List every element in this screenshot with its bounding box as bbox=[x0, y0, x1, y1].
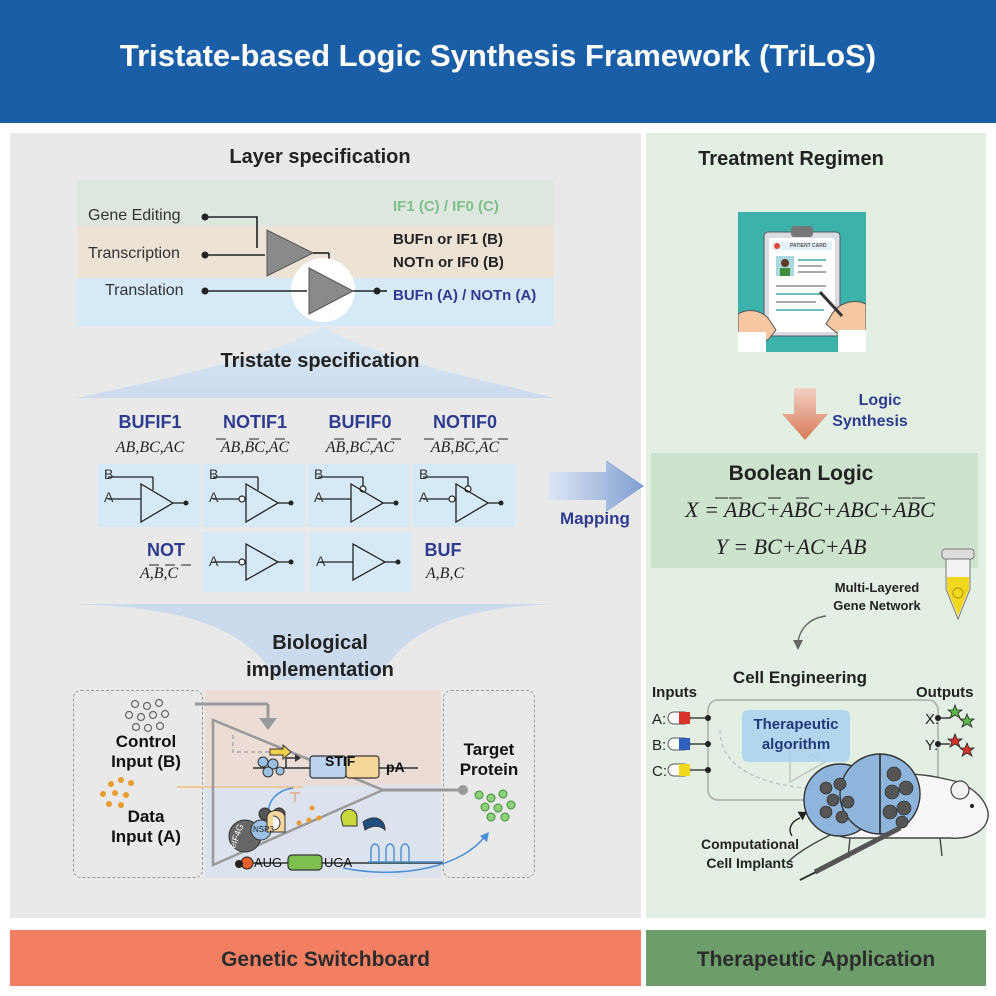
notif0-symbol bbox=[413, 464, 515, 527]
gate-name-bufif1: BUFIF1 bbox=[118, 412, 182, 432]
layer-buf-row: BUFn or IF1 (B) bbox=[393, 231, 503, 248]
logic-synthesis-arrow bbox=[782, 388, 828, 440]
footer-genetic-switchboard bbox=[10, 930, 641, 986]
gate-expr-notif1: AB,BC,AC bbox=[220, 439, 290, 456]
equation-x: X = ABC+ABC+ABC+ABC bbox=[685, 497, 935, 522]
mapping-arrow bbox=[548, 460, 644, 512]
layer-transcription: Transcription bbox=[88, 245, 180, 262]
uga-label: UGA bbox=[324, 855, 353, 870]
cell-engineering-title: Cell Engineering bbox=[732, 668, 868, 687]
output-y-label: Y: bbox=[925, 737, 939, 754]
gene-network-1: Multi-Layered bbox=[834, 580, 920, 595]
layer-if-row: IF1 (C) / IF0 (C) bbox=[393, 198, 499, 215]
target-protein-2: Protein bbox=[459, 760, 519, 779]
implants-label-2: Cell Implants bbox=[706, 855, 794, 871]
layer-gene-editing: Gene Editing bbox=[88, 207, 181, 224]
pin-a-not: A bbox=[209, 553, 219, 569]
gate-name-buf: BUF bbox=[424, 540, 462, 560]
pin-a-3: A bbox=[314, 489, 324, 505]
tristate-gate-symbols bbox=[98, 464, 515, 527]
tube-icon bbox=[941, 548, 975, 621]
patient-card-label: PATIENT CARD bbox=[790, 243, 827, 249]
network-arrow bbox=[793, 615, 827, 650]
not-buf-symbols bbox=[203, 532, 412, 592]
data-input-2: Input (A) bbox=[111, 827, 181, 846]
not-symbol bbox=[203, 532, 305, 592]
gate-expr-buf: A,B,C bbox=[425, 565, 465, 582]
layer-translation: Translation bbox=[105, 282, 184, 299]
layer-not-row: NOTn or IF0 (B) bbox=[393, 254, 504, 271]
layer-translation-row: BUFn (A) / NOTn (A) bbox=[393, 287, 537, 304]
equation-y: Y = BC+AC+AB bbox=[715, 534, 867, 559]
cell-engineering-diagram bbox=[667, 699, 989, 881]
gate-expr-bufif1: AB,BC,AC bbox=[115, 439, 185, 456]
footer-right-label: Therapeutic Application bbox=[696, 948, 936, 971]
gate-name-notif1: NOTIF1 bbox=[222, 412, 287, 432]
bio-title-1: Biological bbox=[272, 632, 368, 654]
figure-title: Tristate-based Logic Synthesis Framework… bbox=[119, 38, 877, 73]
gate-name-not: NOT bbox=[147, 540, 185, 560]
outputs-label: Outputs bbox=[916, 684, 974, 701]
footer-therapeutic-application bbox=[646, 930, 986, 986]
tristate-spec-title: Tristate specification bbox=[220, 350, 420, 372]
pin-b-2: B bbox=[209, 466, 219, 482]
buf-symbol bbox=[310, 532, 412, 592]
bufif1-symbol bbox=[98, 464, 200, 527]
gene-network-2: Gene Network bbox=[833, 598, 921, 613]
gate-expr-notif0: AB,BC,AC bbox=[430, 439, 500, 456]
inputs-box bbox=[73, 690, 203, 878]
bio-implementation-diagram bbox=[100, 698, 516, 874]
gate-expr-overbars bbox=[216, 438, 508, 440]
gate-expr-not: A,B,C bbox=[140, 565, 179, 582]
implants-label-1: Computational bbox=[701, 836, 799, 852]
input-a-label: A: bbox=[652, 711, 667, 728]
boolean-logic-box bbox=[651, 453, 978, 568]
pin-a-2: A bbox=[209, 489, 219, 505]
layer-band-editing bbox=[77, 180, 554, 226]
stif-label: STIF bbox=[325, 753, 356, 769]
pin-a-buf: A bbox=[316, 553, 326, 569]
control-input-2: Input (B) bbox=[111, 752, 181, 771]
aug-label: AUG bbox=[254, 855, 283, 870]
layer-spec-title: Layer specification bbox=[229, 146, 411, 168]
data-input-1: Data bbox=[127, 807, 165, 826]
pin-b-1: B bbox=[104, 466, 114, 482]
bufif0-symbol bbox=[308, 464, 410, 527]
algorithm-label-2: algorithm bbox=[761, 736, 831, 753]
logic-synthesis-2: Synthesis bbox=[832, 413, 908, 430]
inputs-label: Inputs bbox=[652, 684, 697, 701]
notif1-symbol bbox=[203, 464, 305, 527]
gate-expr-bufif0: AB,BC,AC bbox=[325, 439, 395, 456]
pin-a-1: A bbox=[104, 489, 114, 505]
equation-x-overbars bbox=[715, 497, 925, 499]
bio-fan-shape bbox=[77, 604, 554, 680]
pin-b-4: B bbox=[419, 466, 429, 482]
boolean-logic-title: Boolean Logic bbox=[728, 462, 874, 485]
nsp3-label: NSP3 bbox=[253, 825, 274, 834]
input-b-label: B: bbox=[652, 737, 667, 754]
pin-a-4: A bbox=[419, 489, 429, 505]
pa-label: pA bbox=[386, 759, 405, 775]
layer-gates-diagram bbox=[201, 213, 387, 322]
tristate-fan-shape bbox=[77, 326, 554, 398]
bio-title-2: implementation bbox=[246, 659, 394, 681]
target-box bbox=[443, 690, 535, 878]
not-expr-overbars bbox=[149, 564, 191, 566]
treatment-title: Treatment Regimen bbox=[698, 148, 884, 170]
control-input-1: Control bbox=[115, 732, 177, 751]
algorithm-label-1: Therapeutic bbox=[753, 716, 839, 733]
target-protein-1: Target bbox=[463, 740, 515, 759]
title-banner bbox=[0, 0, 996, 123]
footer-left-label: Genetic Switchboard bbox=[221, 948, 430, 971]
gate-name-notif0: NOTIF0 bbox=[432, 412, 497, 432]
logic-synthesis-1: Logic bbox=[858, 392, 902, 409]
output-x-label: X: bbox=[925, 711, 940, 728]
input-c-label: C: bbox=[652, 763, 667, 780]
pin-b-3: B bbox=[314, 466, 324, 482]
patient-card-illustration bbox=[738, 212, 866, 352]
mapping-label: Mapping bbox=[560, 509, 630, 528]
gate-name-bufif0: BUFIF0 bbox=[328, 412, 392, 432]
